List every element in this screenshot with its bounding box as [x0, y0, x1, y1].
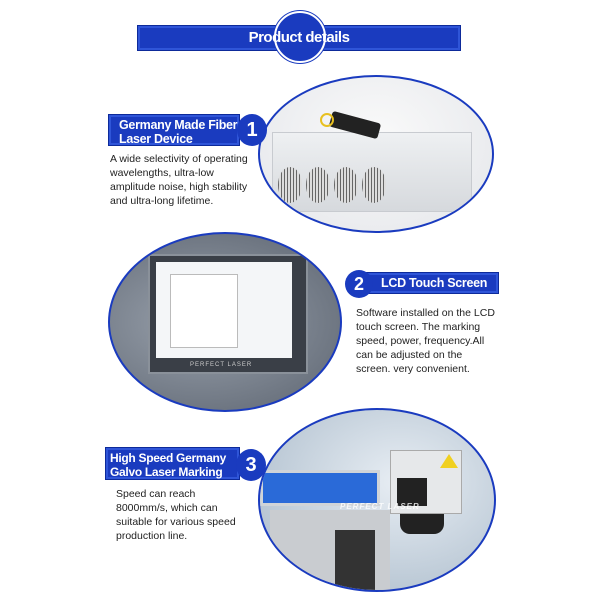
section-1-description: A wide selectivity of operating waveleng… — [110, 153, 248, 207]
section-2-number: 2 — [345, 270, 373, 298]
galvo-head-image: PERFECT LASER — [258, 408, 496, 592]
section-1-number: 1 — [237, 114, 267, 146]
section-3-label: High Speed Germany Galvo Laser Marking H… — [105, 447, 240, 493]
section-2-description: Software installed on the LCD touch scre… — [356, 307, 495, 375]
section-1-label: Germany Made Fiber Laser Device — [108, 114, 240, 146]
section-3-title-line1: High Speed Germany — [110, 451, 226, 465]
section-2-title: LCD Touch Screen — [381, 276, 488, 290]
section-1-title-line1: Germany Made Fiber — [119, 118, 238, 132]
section-1-title-line2: Laser Device — [119, 132, 193, 146]
lcd-screen-image: PERFECT LASER — [108, 232, 342, 412]
fiber-laser-image — [258, 75, 494, 233]
section-3-title-line2: Galvo Laser Marking Head — [110, 465, 223, 493]
watermark: PERFECT LASER — [190, 362, 253, 368]
page-title: Product details — [248, 29, 350, 46]
watermark-3: PERFECT LASER — [340, 502, 420, 511]
section-3-description: Speed can reach 8000mm/s, which can suit… — [116, 488, 236, 542]
section-3-number: 3 — [236, 449, 266, 481]
header-circle — [274, 11, 326, 63]
